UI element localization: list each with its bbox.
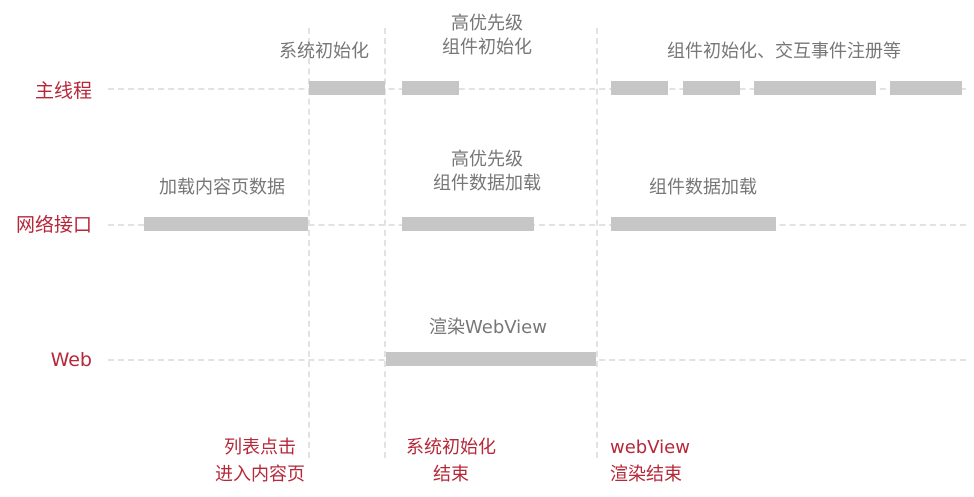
lane-label-main-thread: 主线程 [34, 80, 92, 102]
task-label-hp-component-init: 高优先级 组件初始化 [442, 12, 532, 60]
task-label-component-data: 组件数据加载 [649, 177, 757, 198]
bar-hp-component-init [402, 81, 459, 95]
task-label-hp-data-line1: 高优先级 [451, 149, 523, 170]
bar-load-content [144, 217, 308, 231]
bar-system-init [309, 81, 385, 95]
bar-component-init-4 [890, 81, 962, 95]
lane-line-main-thread [108, 88, 966, 90]
guide-webview-render-end [596, 28, 598, 458]
task-label-system-init: 系统初始化 [279, 41, 369, 62]
bar-render-webview [386, 352, 596, 366]
task-label-hp-data-line2: 组件数据加载 [433, 173, 541, 194]
milestone-list-click-line1: 列表点击 [224, 437, 296, 458]
lane-label-network: 网络接口 [15, 214, 92, 236]
guide-list-click [308, 28, 310, 458]
task-label-hp-component-data: 高优先级 组件数据加载 [433, 148, 541, 196]
bar-hp-component-data [402, 217, 534, 231]
task-label-load-content: 加载内容页数据 [159, 177, 285, 198]
milestone-webview-render-end-line1: webView [610, 437, 690, 458]
milestone-system-init-end-line1: 系统初始化 [406, 437, 496, 458]
bar-component-data [611, 217, 776, 231]
lane-line-network [108, 224, 966, 226]
milestone-list-click-line2: 进入内容页 [215, 464, 305, 485]
bar-component-init-1 [611, 81, 668, 95]
guide-system-init-end [384, 28, 386, 458]
milestone-webview-render-end-line2: 渲染结束 [610, 464, 682, 485]
bar-component-init-3 [754, 81, 876, 95]
task-label-hp-line1: 高优先级 [451, 13, 523, 34]
task-label-render-webview: 渲染WebView [429, 317, 547, 338]
lane-label-web: Web [50, 349, 92, 371]
task-label-hp-line2: 组件初始化 [442, 37, 532, 58]
milestone-list-click: 列表点击 进入内容页 [205, 434, 315, 488]
milestone-system-init-end-line2: 结束 [433, 464, 469, 485]
task-label-component-init-events: 组件初始化、交互事件注册等 [667, 41, 901, 62]
milestone-webview-render-end: webView 渲染结束 [610, 434, 690, 488]
bar-component-init-2 [683, 81, 740, 95]
milestone-system-init-end: 系统初始化 结束 [396, 434, 506, 488]
